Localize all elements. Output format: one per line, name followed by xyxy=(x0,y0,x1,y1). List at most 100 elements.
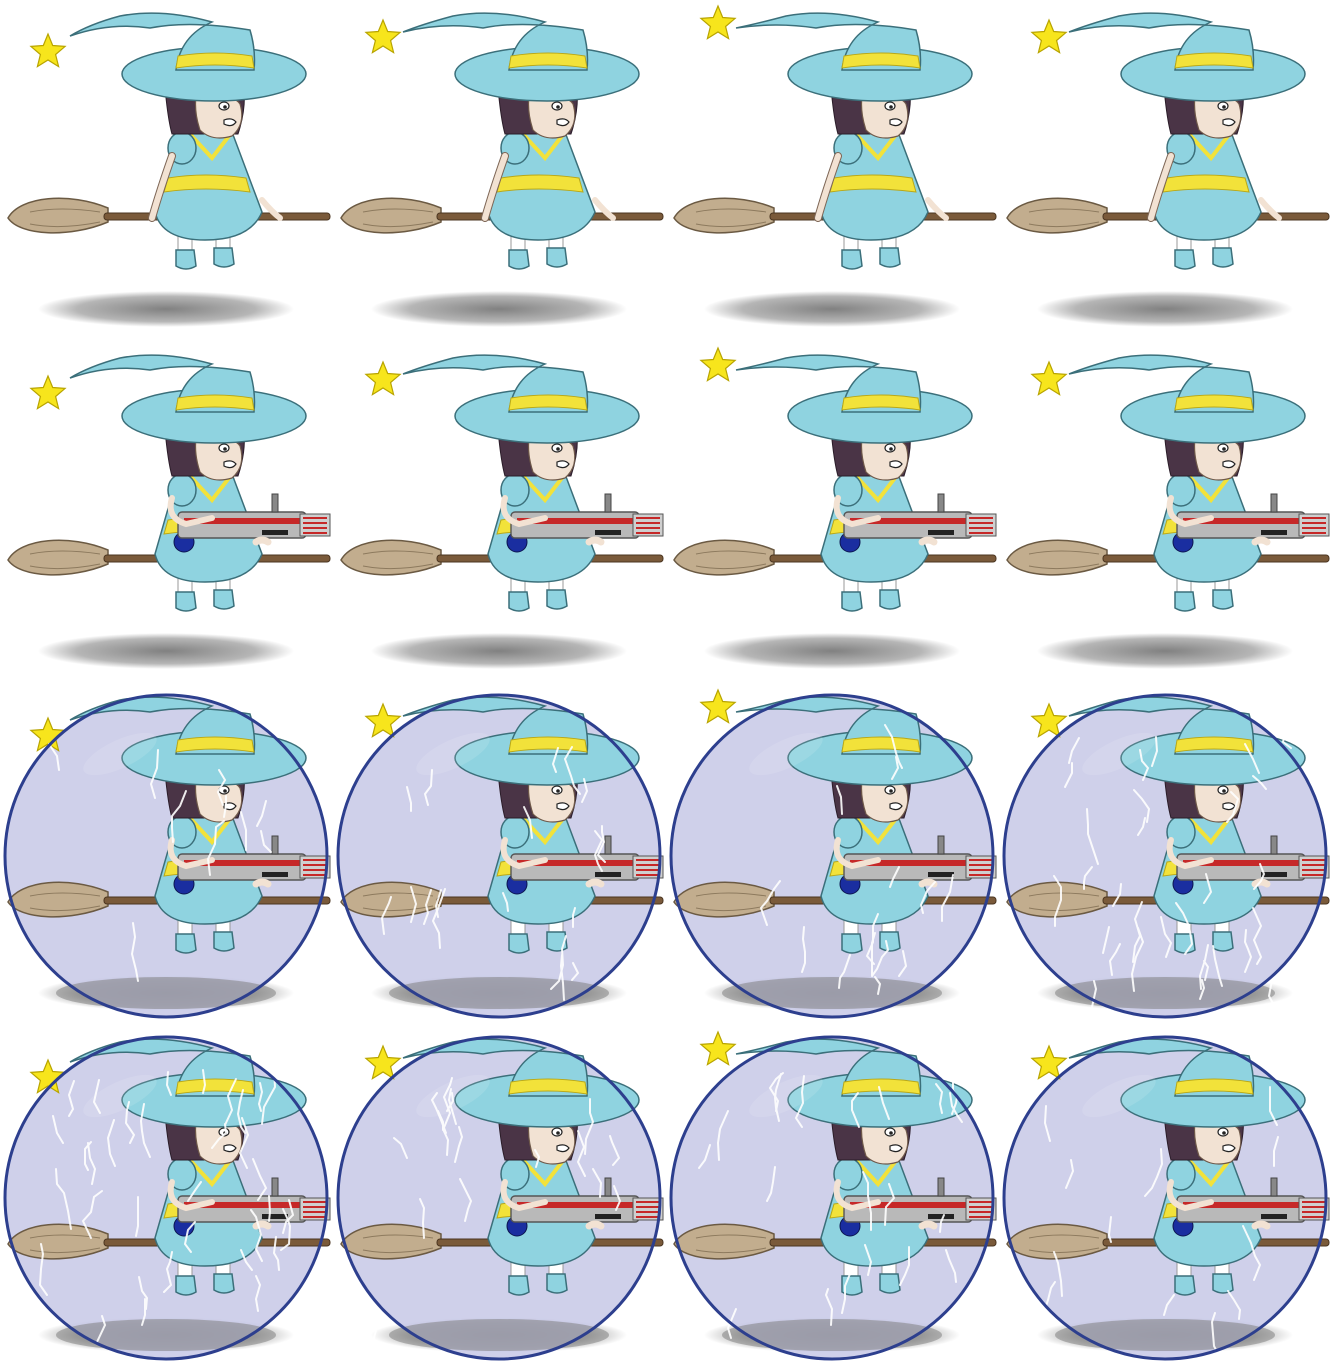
lightning-bolt xyxy=(1102,926,1110,954)
lightning-bolt xyxy=(1045,1281,1056,1307)
broom-bristles xyxy=(673,539,775,576)
blaster-barrel xyxy=(965,855,997,879)
arm-left xyxy=(167,495,215,528)
lightning-bolt xyxy=(1133,789,1151,823)
blaster-barrel xyxy=(1298,513,1330,537)
blaster-sight xyxy=(271,1177,279,1197)
gritted-mouth xyxy=(556,1144,570,1153)
sprite-frame xyxy=(0,684,333,1026)
broom-bristles xyxy=(7,539,109,576)
barrel-vent xyxy=(636,869,660,871)
blaster-sight xyxy=(604,1177,612,1197)
sprite-frame xyxy=(999,1026,1332,1368)
star-icon xyxy=(29,1058,67,1094)
bristle-lines xyxy=(695,550,767,570)
arm-right xyxy=(252,878,272,888)
lightning-group xyxy=(380,746,606,1001)
gritted-mouth xyxy=(1222,118,1236,127)
lightning-bolt xyxy=(431,888,446,949)
bristle-lines xyxy=(362,1234,434,1254)
pupil xyxy=(1222,1131,1226,1135)
lightning-bolt xyxy=(523,806,533,839)
blaster-barrel xyxy=(1298,1197,1330,1221)
broom-bristles xyxy=(1006,539,1108,576)
barrel-vent xyxy=(1302,527,1326,529)
lightning-bolt xyxy=(48,743,60,771)
lightning-bolt xyxy=(1137,817,1146,836)
shoe-right xyxy=(879,1273,901,1294)
bubble-shadow xyxy=(56,1319,276,1351)
blaster-sight xyxy=(604,493,612,513)
blaster-detail xyxy=(1261,530,1287,535)
ground-shadow xyxy=(1037,291,1293,327)
dress-collar xyxy=(186,472,234,504)
star-icon xyxy=(364,360,402,396)
lightning-bolt xyxy=(139,1103,151,1158)
pupil xyxy=(556,1131,560,1135)
lightning-bolt xyxy=(1212,945,1223,987)
arm-right xyxy=(585,536,605,546)
arm-right xyxy=(918,1220,938,1230)
lightning-bolt xyxy=(459,1178,473,1222)
sprite-frame xyxy=(333,684,666,1026)
dress-collar xyxy=(519,472,567,504)
hat-band xyxy=(841,52,921,69)
lightning-bolt xyxy=(1252,775,1267,790)
blaster-stripe xyxy=(1183,1202,1299,1208)
lightning-bolt xyxy=(240,1249,253,1271)
lightning-bolt xyxy=(584,1098,595,1155)
lightning-bolt xyxy=(1108,943,1121,976)
shoe-right xyxy=(1212,931,1234,952)
shoe-right xyxy=(546,589,568,610)
barrel-vent xyxy=(969,859,993,861)
lightning-bolt xyxy=(130,922,139,982)
shield-highlight xyxy=(749,1074,823,1118)
blaster-detail xyxy=(595,872,621,877)
shoe-left xyxy=(1174,591,1196,612)
lightning-bolt xyxy=(945,1249,957,1283)
shoe-left xyxy=(175,249,197,270)
arm-right xyxy=(1258,197,1282,221)
lightning-bolt xyxy=(216,769,227,806)
blaster-stripe xyxy=(517,518,633,524)
bubble-shadow xyxy=(389,977,609,1009)
lightning-bolt xyxy=(1227,1290,1242,1320)
bristle-lines xyxy=(1028,1234,1100,1254)
shoe-right xyxy=(1212,1273,1234,1294)
barrel-vent xyxy=(969,874,993,876)
barrel-vent xyxy=(636,859,660,861)
ground-shadow xyxy=(38,291,294,327)
frame-svg xyxy=(3,693,331,1019)
shoe-left xyxy=(508,249,530,270)
barrel-vent xyxy=(636,864,660,866)
lightning-bolt xyxy=(1065,1159,1075,1189)
blaster-detail xyxy=(1261,872,1287,877)
lightning-bolt xyxy=(551,747,559,773)
gritted-mouth xyxy=(1222,1144,1236,1153)
sprite-frame xyxy=(333,1026,666,1368)
dress-collar xyxy=(852,1156,900,1188)
star-icon xyxy=(699,4,737,40)
barrel-vent xyxy=(1302,874,1326,876)
dress-belt xyxy=(1162,174,1250,193)
lightning-bolt xyxy=(1203,873,1213,904)
arm-left xyxy=(833,1179,881,1212)
frame-svg xyxy=(7,354,331,669)
bristle-lines xyxy=(29,1234,101,1254)
barrel-vent xyxy=(969,1201,993,1203)
lightning-bolt xyxy=(841,1268,853,1314)
lightning-bolt xyxy=(884,1183,896,1226)
hat-band xyxy=(508,52,588,69)
gritted-mouth xyxy=(889,802,903,811)
arm-right xyxy=(252,536,272,546)
lightning-bolt xyxy=(423,889,432,925)
lightning-bolt xyxy=(282,1199,295,1234)
barrel-vent xyxy=(303,1216,327,1218)
arm-right xyxy=(585,1220,605,1230)
lightning-bolt xyxy=(766,1166,776,1202)
barrel-vent xyxy=(1302,532,1326,534)
blaster-barrel xyxy=(965,1197,997,1221)
lightning-bolt xyxy=(454,1126,464,1163)
shoe-left xyxy=(841,591,863,612)
